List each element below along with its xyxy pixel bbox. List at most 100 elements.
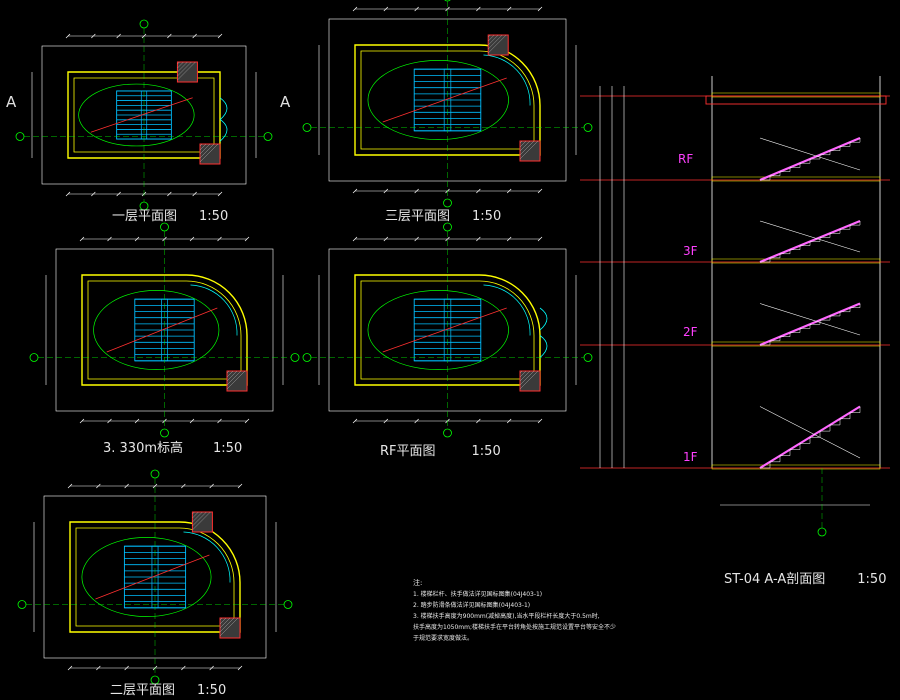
dimension-tick [167, 191, 172, 197]
dimension-tick [383, 188, 389, 194]
dimension-tick [107, 418, 112, 424]
stair-step [840, 142, 851, 147]
axis-bubble [302, 353, 312, 362]
stair-step [780, 249, 791, 255]
hatch-line [519, 370, 527, 378]
floor-plans [15, 0, 593, 685]
hatch-line [519, 370, 523, 374]
hatch-line [226, 370, 242, 386]
hatch-line [488, 34, 507, 54]
axis-bubble [444, 0, 451, 2]
stair-step [790, 328, 801, 333]
dimension-tick [192, 191, 197, 197]
section-a-a [580, 76, 890, 537]
hatch-line [488, 34, 499, 46]
door-swing [219, 97, 228, 142]
stair-step [800, 437, 811, 444]
hatch-line [219, 617, 239, 637]
hatch-line [226, 370, 230, 374]
axis-bubble [290, 353, 300, 362]
stair-step [800, 159, 811, 164]
axis-bubble [150, 469, 160, 479]
axis-bubble [302, 123, 312, 132]
note-line-2: 2. 踏步防滑条做法详见国标图集(04J403-1) [413, 602, 531, 609]
level-label-3f: 3F [683, 244, 698, 258]
wall-inner [360, 50, 535, 150]
dimension-tick [167, 33, 172, 39]
landing-zone [367, 60, 509, 140]
dimension-tick [96, 483, 101, 489]
stair-step [770, 336, 781, 342]
dimension-tick [134, 418, 140, 424]
hatch-line [177, 61, 188, 73]
dimension-tick [476, 6, 481, 12]
section-mark-right: A [280, 93, 291, 111]
axis-bubble [160, 222, 169, 232]
note-line-1: 1. 楼梯栏杆、扶手做法详见国标图集(04J403-1) [413, 591, 543, 598]
wall-inner [75, 527, 235, 627]
floor-slab [711, 92, 881, 98]
dimension-tick [181, 665, 186, 671]
hatch-line [488, 34, 495, 42]
hatch-line [519, 140, 523, 144]
stair-step [850, 406, 861, 413]
stair-step [810, 154, 821, 160]
axis-bubble [160, 428, 169, 438]
hatch-line [519, 370, 539, 390]
dimension-tick [506, 236, 512, 242]
stair-step [810, 431, 821, 438]
walk-line [382, 307, 507, 353]
axis-bubble [443, 198, 452, 208]
curtain-wall [483, 54, 531, 106]
dimension-tick [506, 6, 512, 12]
dimension-tick [124, 483, 129, 489]
level-label-rf: RF [678, 152, 694, 166]
dimension-tick [124, 665, 129, 671]
stair-step [810, 320, 821, 325]
stair-step [790, 245, 801, 250]
stair-step [820, 150, 831, 156]
stair-step [820, 233, 831, 238]
stair-step [820, 424, 831, 432]
dimension-tick [244, 418, 250, 424]
landing-zone [81, 537, 212, 617]
hatch-line [519, 140, 539, 160]
hatch-line [199, 143, 207, 151]
note-line-3: 3. 楼梯扶手高度为900mm(减掉高度),当水平段栏杆长度大于0.5m时, [413, 613, 600, 620]
stair-step [790, 163, 801, 168]
hatch-line [519, 140, 531, 152]
dimension-tick [107, 236, 112, 242]
stair-step [770, 171, 781, 177]
axis-bubble [583, 353, 593, 362]
axis-bubble [283, 600, 293, 609]
dimension-tick [537, 236, 543, 242]
dimension-tick [162, 236, 167, 242]
hatch-line [219, 617, 227, 625]
dimension-tick [189, 418, 195, 424]
dimension-tick [244, 236, 250, 242]
handrail [759, 406, 861, 459]
dimension-tick [383, 236, 389, 242]
wall-inner [87, 280, 242, 380]
dimension-tick [209, 483, 214, 489]
dimension-tick [352, 418, 358, 424]
landing-zone [93, 290, 220, 370]
stair-step [830, 146, 841, 151]
dimension-tick [537, 418, 543, 424]
stair-step [850, 303, 861, 308]
floor-slab [711, 464, 881, 470]
dimension-tick [134, 236, 140, 242]
hatch-line [199, 143, 215, 159]
hatch-line [519, 140, 535, 156]
axis-bubble [263, 132, 273, 141]
stair-step [780, 449, 791, 456]
stair-step [830, 229, 841, 234]
handrail [759, 220, 861, 253]
dimension-tick [383, 6, 389, 12]
handrail [759, 137, 861, 171]
dimension-tick [414, 236, 419, 242]
hatch-line [192, 511, 195, 515]
